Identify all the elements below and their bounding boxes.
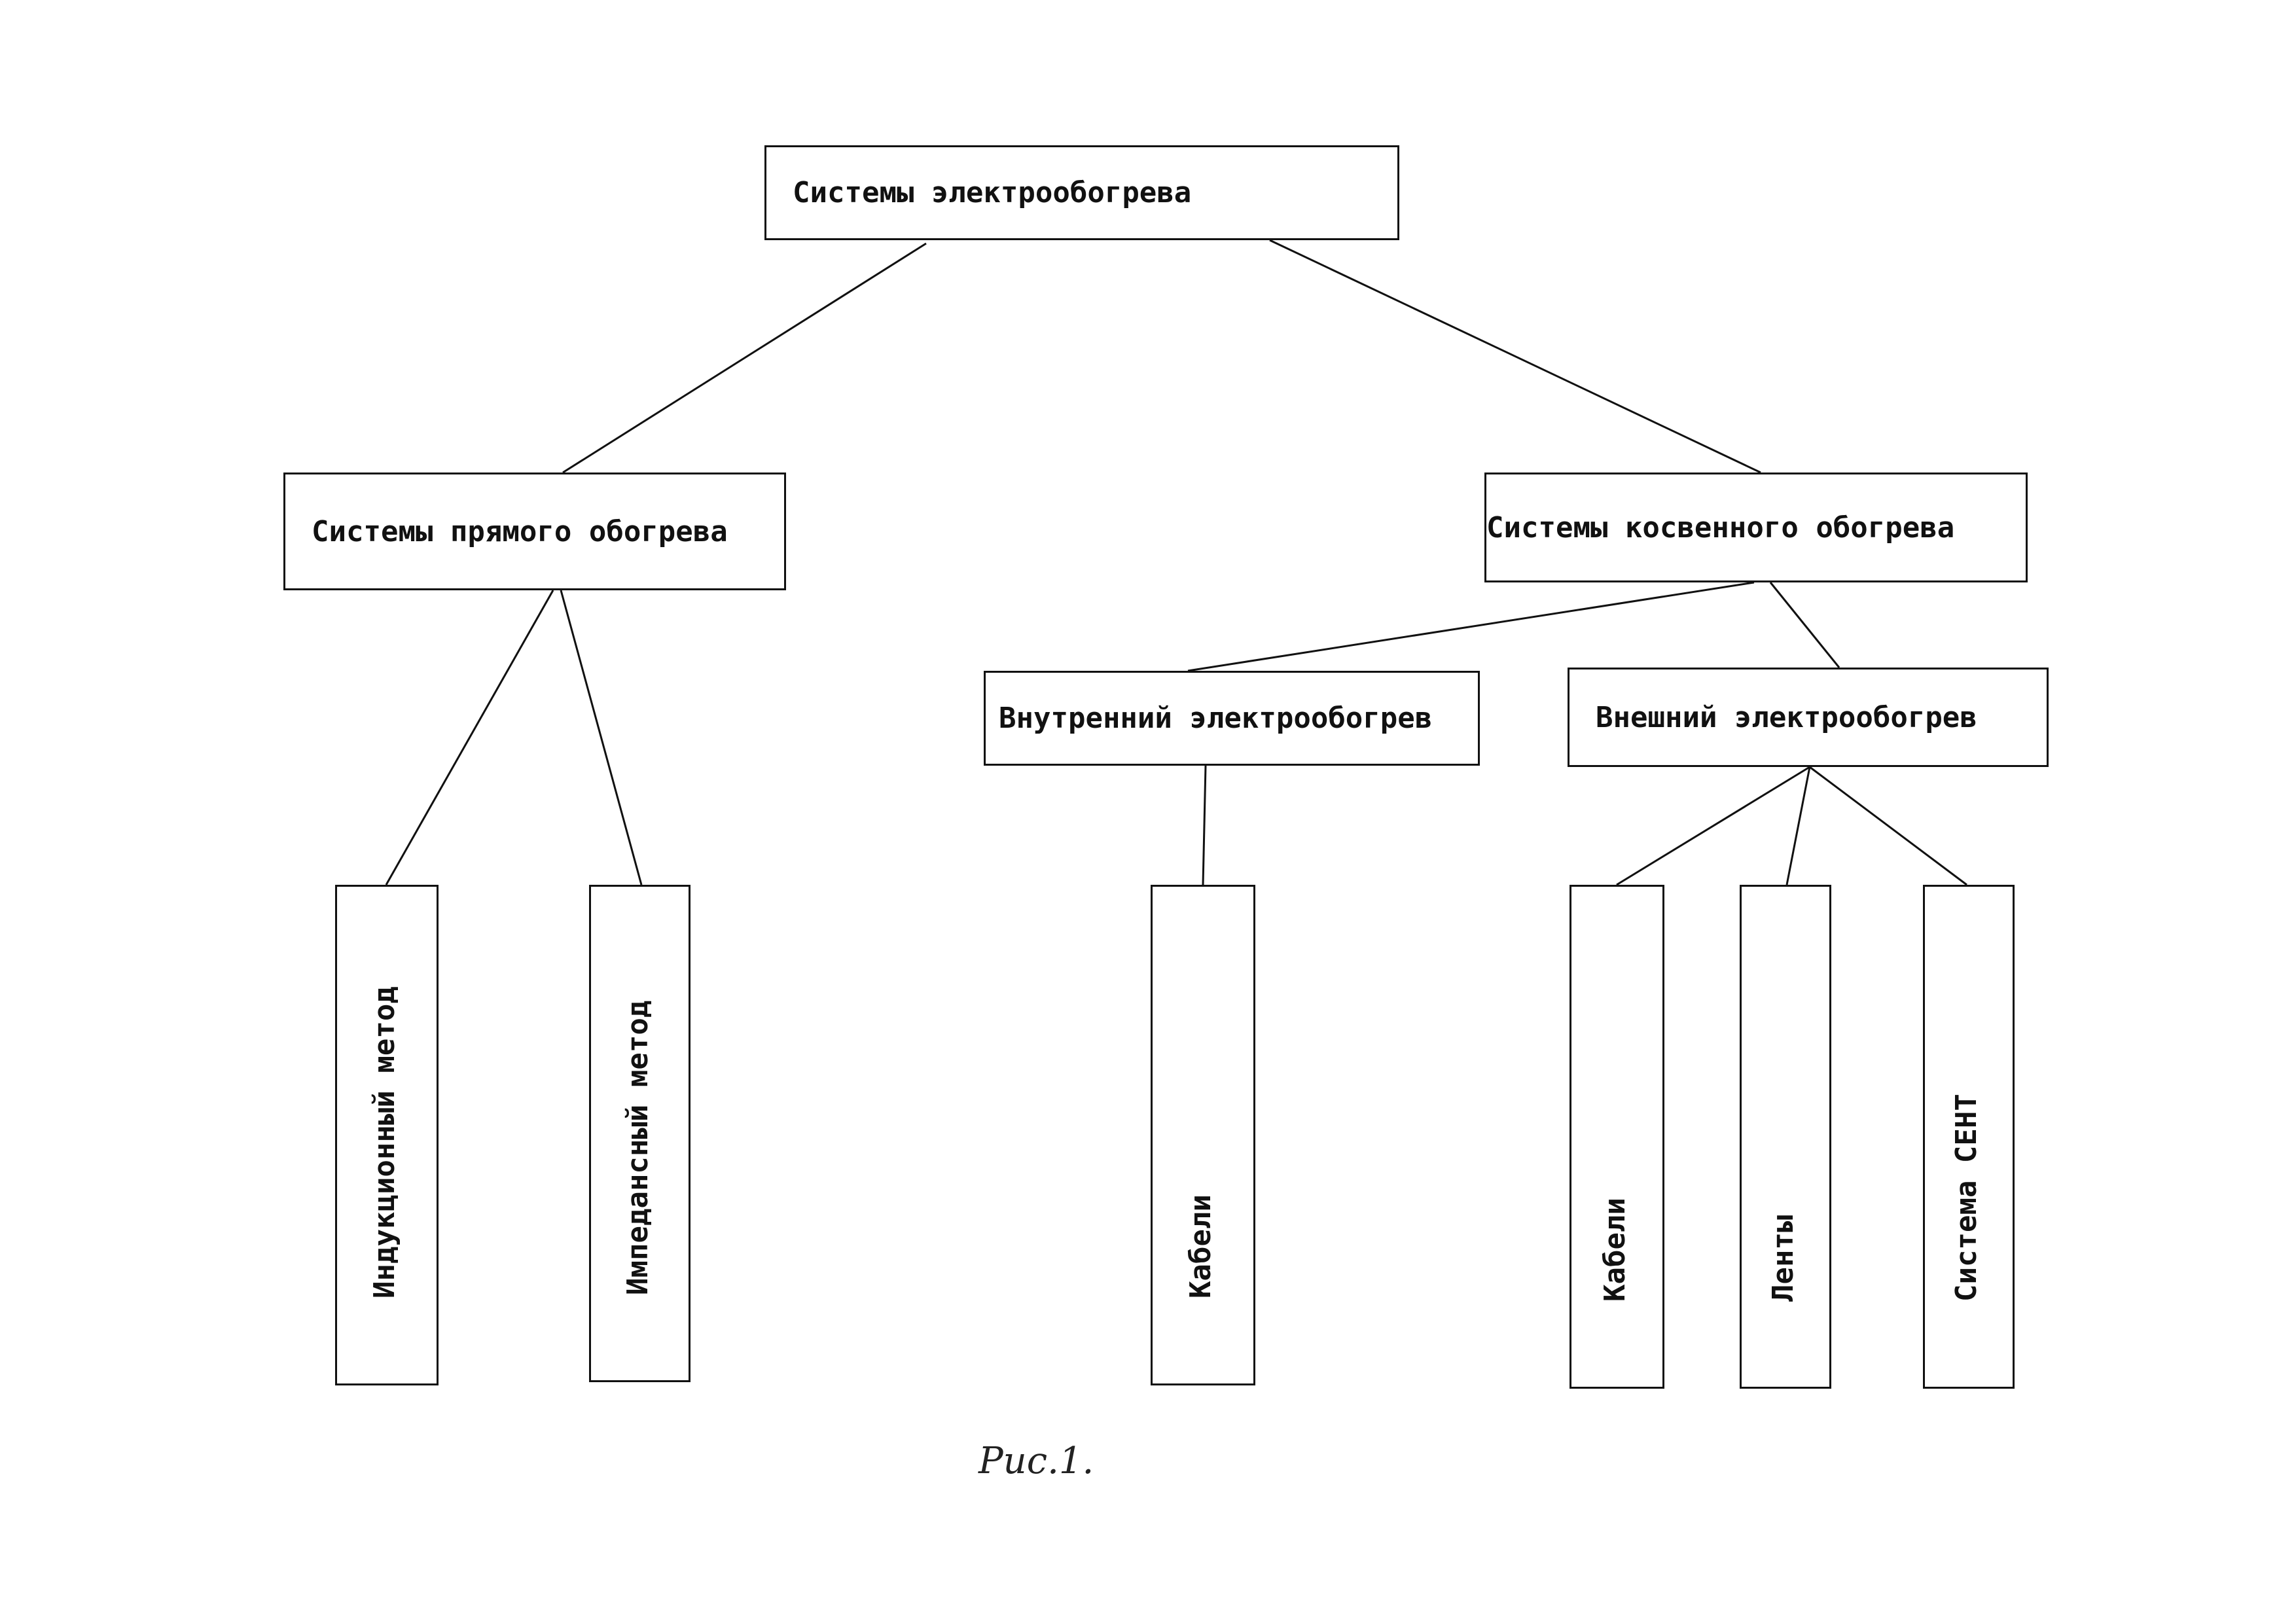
edge-root-direct <box>562 242 927 474</box>
edge-indirect-internal <box>1187 581 1755 672</box>
indirect-heating-node: Системы косвенного обогрева <box>1484 473 2028 582</box>
indirect-heating-label: Системы косвенного обогрева <box>1486 510 1955 544</box>
external-heating-node: Внешний электрообогрев <box>1568 668 2049 767</box>
tapes-node: Ленты <box>1740 885 1831 1389</box>
root-node: Системы электрообогрева <box>764 145 1399 240</box>
edge-root-indirect <box>1269 239 1761 474</box>
sent-system-label: Система СЕНТ <box>1950 1094 1983 1302</box>
sent-system-node: Система СЕНТ <box>1923 885 2015 1389</box>
impedance-method-node: Импедансный метод <box>589 885 691 1382</box>
direct-heating-node: Системы прямого обогрева <box>283 473 786 590</box>
induction-method-node: Индукционный метод <box>335 885 439 1385</box>
internal-cables-label: Кабели <box>1184 1194 1217 1298</box>
internal-heating-node: Внутренний электрообогрев <box>984 671 1480 766</box>
edge-external-tapes <box>1785 766 1811 885</box>
internal-heating-label: Внутренний электрообогрев <box>999 702 1433 735</box>
edge-external-sent <box>1809 766 1967 886</box>
direct-heating-label: Системы прямого обогрева <box>312 514 728 548</box>
internal-cables-node: Кабели <box>1151 885 1255 1385</box>
external-cables-label: Кабели <box>1598 1198 1632 1302</box>
edge-direct-induction <box>385 590 554 885</box>
root-node-label: Системы электрообогрева <box>793 176 1192 209</box>
external-heating-label: Внешний электрообогрев <box>1596 700 1977 734</box>
tapes-label: Ленты <box>1767 1215 1800 1302</box>
impedance-method-label: Импедансный метод <box>620 1000 655 1295</box>
external-cables-node: Кабели <box>1570 885 1664 1389</box>
edge-internal-cables <box>1202 765 1207 885</box>
edge-external-cables <box>1616 766 1810 886</box>
edge-direct-impedance <box>560 590 643 885</box>
edge-indirect-external <box>1769 582 1840 668</box>
induction-method-label: Индукционный метод <box>368 986 401 1298</box>
figure-caption: Рис.1. <box>978 1440 1094 1482</box>
